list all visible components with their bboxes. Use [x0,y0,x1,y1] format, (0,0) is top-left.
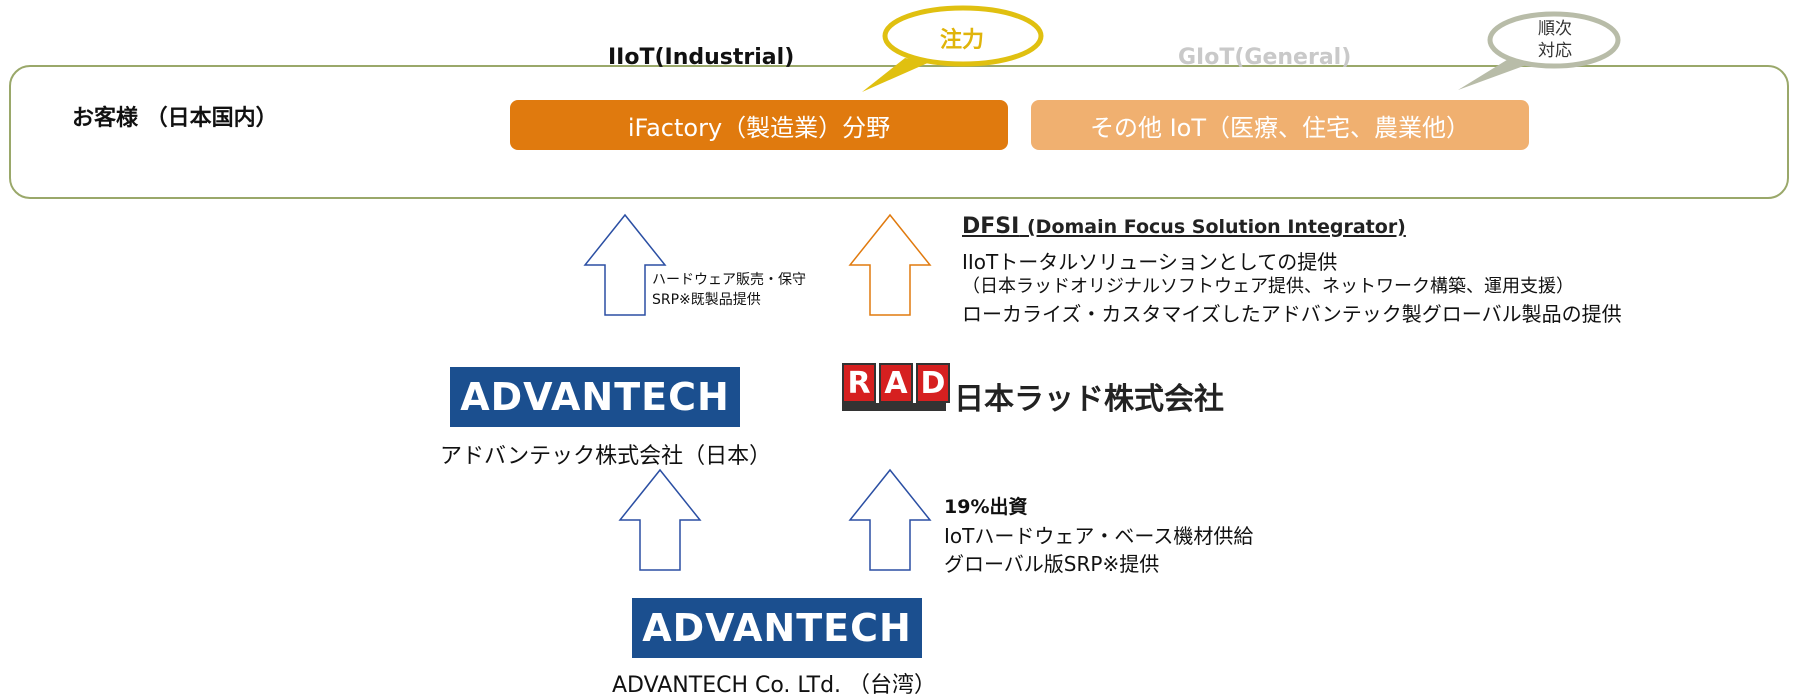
segment-title-iiot: IIoT(Industrial) [608,45,795,70]
dfsi-line: IIoTトータルソリューションとしての提供 [962,250,1338,274]
advantech-taiwan-caption: ADVANTECH Co. LTd. （台湾） [612,673,937,698]
arrow-investment-up [848,468,932,571]
dfsi-subtitle: (Domain Focus Solution Integrator) [1027,216,1406,238]
hardware-note-line: SRP※既製品提供 [652,292,761,308]
advantech-taiwan-logo: ADVANTECH [632,598,922,658]
focus-callout-bubble [862,5,1044,92]
advantech-japan-caption: アドバンテック株式会社（日本） [440,444,772,469]
rad-logo: R A D [842,363,953,411]
hardware-note: ハードウェア販売・保守 SRP※既製品提供 [652,270,806,310]
investment-title: 19%出資 [944,496,1028,518]
customer-label: お客様 （日本国内） [72,106,278,131]
sequential-callout-text: 順次 対応 [1520,18,1590,62]
sequential-callout-line: 対応 [1538,41,1572,61]
dfsi-line: ローカライズ・カスタマイズしたアドバンテック製グローバル製品の提供 [962,302,1622,326]
rad-logo-letter: D [916,363,950,403]
dfsi-title: DFSI (Domain Focus Solution Integrator) [962,214,1406,239]
rad-company-name: 日本ラッド株式会社 [954,382,1224,417]
segment-title-giot: GIoT(General) [1178,45,1352,70]
rad-logo-letter: A [879,363,913,403]
hardware-note-line: ハードウェア販売・保守 [652,272,806,288]
sequential-callout-bubble [1458,11,1621,90]
advantech-japan-logo: ADVANTECH [450,367,740,427]
pill-other-iot: その他 IoT（医療、住宅、農業他） [1031,100,1529,150]
pill-ifactory: iFactory（製造業）分野 [510,100,1008,150]
rad-logo-letter: R [842,363,876,403]
rad-logo-strip [842,403,946,411]
arrow-advantech-up [618,468,702,571]
investment-line: グローバル版SRP※提供 [944,552,1160,576]
arrow-dfsi-up [848,213,932,316]
arrow-hardware-up [583,213,667,316]
sequential-callout-line: 順次 [1538,19,1572,39]
dfsi-acronym: DFSI [962,214,1020,239]
investment-line: IoTハードウェア・ベース機材供給 [944,524,1254,548]
dfsi-line: （日本ラッドオリジナルソフトウェア提供、ネットワーク構築、運用支援） [962,276,1574,297]
focus-callout-text: 注力 [940,28,985,53]
